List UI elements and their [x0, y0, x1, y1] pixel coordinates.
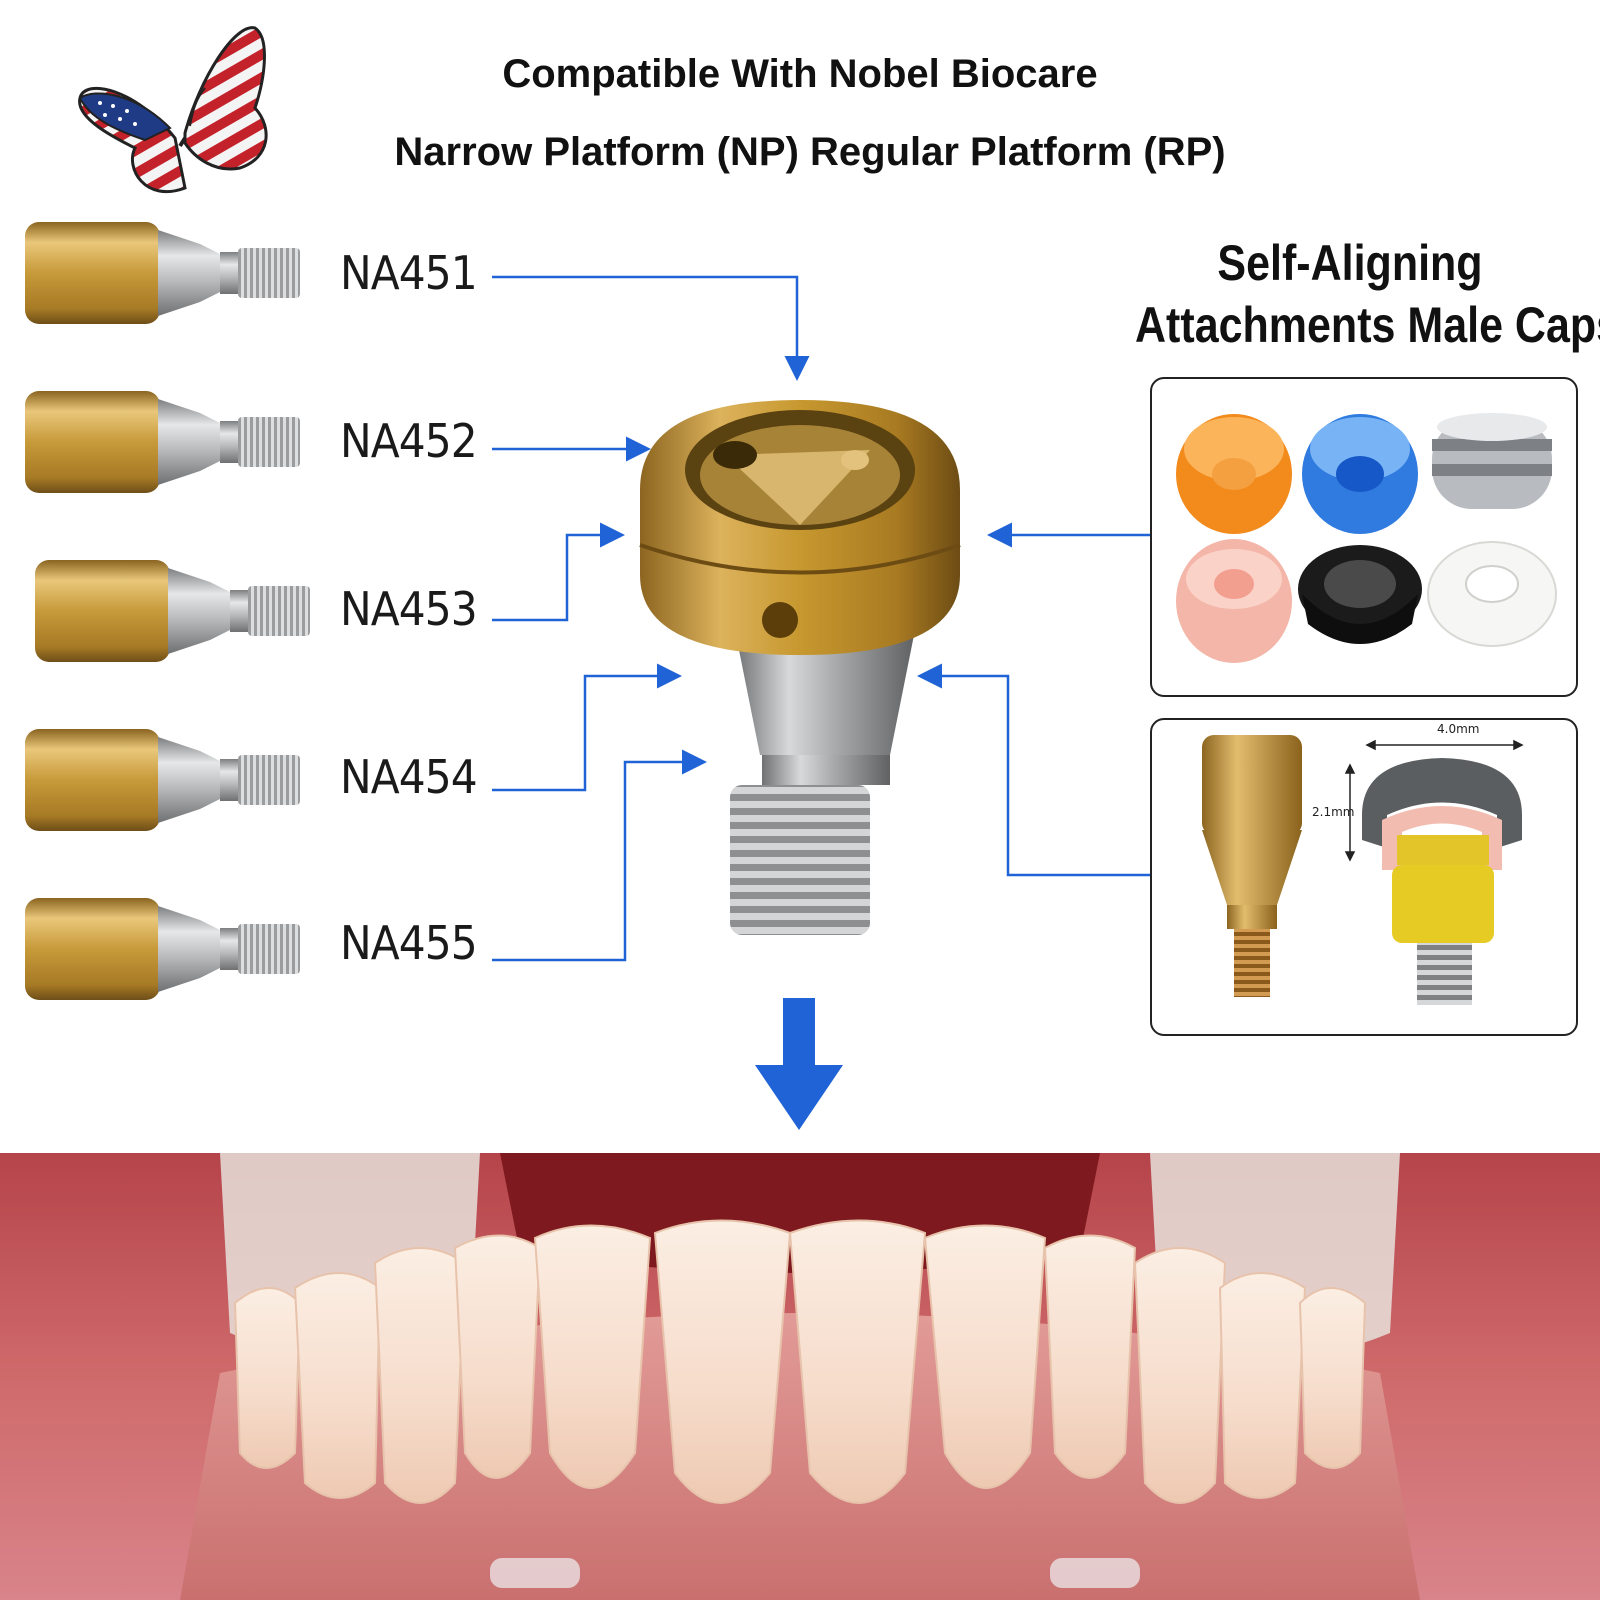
title-compatibility: Compatible With Nobel Biocare: [502, 52, 1098, 96]
denture-photo: [0, 1153, 1600, 1600]
cap-black: [1298, 545, 1422, 644]
dimension-width-label: 4.0mm: [1437, 722, 1480, 736]
caps-title-line1: Self-Aligning: [1217, 235, 1483, 291]
arrow-na455: [492, 749, 707, 962]
part-label-na455: NA455: [340, 916, 478, 970]
dimension-height-label: 2.1mm: [1312, 805, 1355, 819]
arrow-dimension: [917, 663, 1150, 877]
arrow-na453: [492, 522, 625, 622]
part-label-na454: NA454: [340, 750, 478, 804]
connector-arrows: [492, 275, 1150, 1130]
cap-metal: [1432, 413, 1552, 509]
part-label-na452: NA452: [340, 414, 478, 468]
caps-title: Self-Aligning Attachments Male Caps: [1135, 232, 1600, 356]
cap-orange: [1176, 414, 1292, 534]
down-arrow-icon: [755, 998, 843, 1130]
part-label-na453: NA453: [340, 582, 478, 636]
parts-list: NA451 NA452 NA453 NA454 NA455: [0, 210, 500, 1030]
part-label-na451: NA451: [340, 246, 478, 300]
gold-abutment: [1202, 735, 1302, 997]
arrow-na454: [492, 663, 682, 792]
cap-pink: [1176, 539, 1292, 663]
cap-blue: [1302, 414, 1418, 534]
dimension-graphics: [1202, 735, 1524, 1005]
caps-title-line2: Attachments Male Caps: [1135, 297, 1600, 353]
dimension-panel: 4.0mm 2.1mm: [1150, 718, 1578, 1036]
cap-white: [1427, 541, 1557, 647]
central-abutment: [630, 395, 970, 955]
arrow-na451: [492, 275, 810, 381]
title-platforms: Narrow Platform (NP) Regular Platform (R…: [394, 130, 1226, 174]
locator-abutment-image: [639, 400, 961, 935]
male-caps-grid: [1176, 413, 1557, 663]
usa-flag-butterfly-icon: [78, 26, 268, 194]
logo-butterfly: [75, 18, 275, 208]
caps-panel: [1150, 377, 1578, 697]
implant-denture-image: [0, 1153, 1600, 1600]
cross-section: [1344, 739, 1524, 1005]
